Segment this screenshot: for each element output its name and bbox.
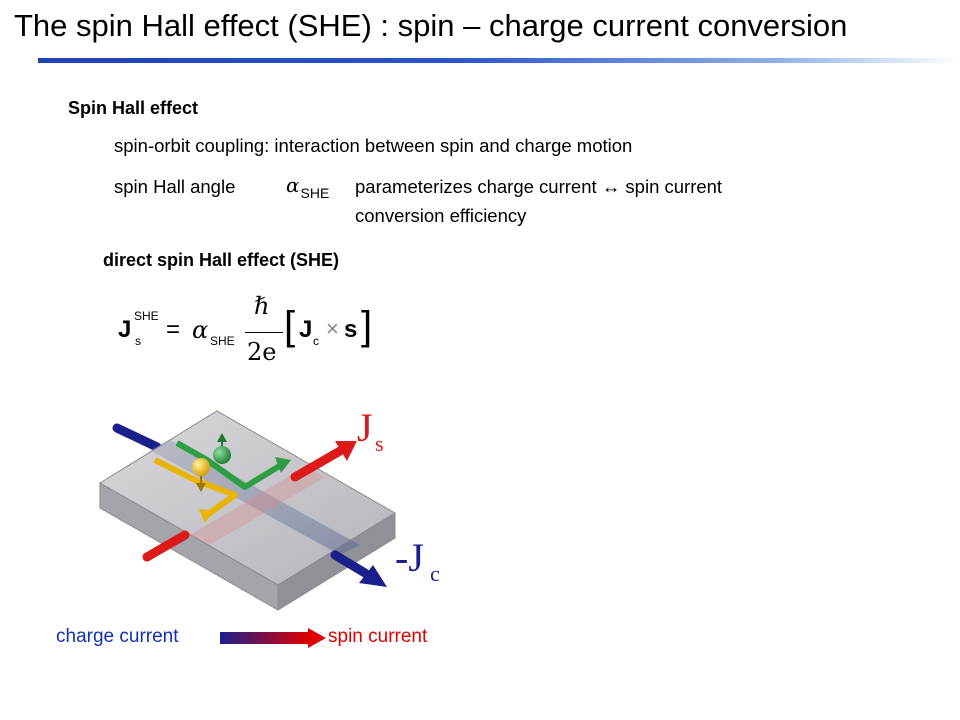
conversion-arrow xyxy=(220,628,326,648)
label-js: J xyxy=(357,405,373,450)
spin-up-electron xyxy=(213,433,231,464)
label-js-sub: s xyxy=(375,431,384,456)
eq-jc: J xyxy=(299,316,313,343)
charge-current-label: charge current xyxy=(56,626,179,647)
spin-band xyxy=(190,467,325,545)
eq-js-sub: s xyxy=(135,334,141,348)
title-underline xyxy=(38,58,960,63)
eq-alpha: α xyxy=(192,316,209,344)
slide-title: The spin Hall effect (SHE) : spin – char… xyxy=(14,8,848,43)
angle-symbol: αSHE xyxy=(286,173,329,201)
soc-bullet: spin-orbit coupling: interaction between… xyxy=(114,135,633,156)
angle-bullet: spin Hall angle xyxy=(114,176,235,198)
eq-bracket-left: [ xyxy=(284,304,296,348)
spin-down-electron xyxy=(192,457,210,492)
eq-js: J xyxy=(118,316,132,343)
spin-arrow-out xyxy=(290,441,357,482)
spin-up-path xyxy=(175,440,283,490)
spin-down-arrowhead xyxy=(199,509,213,523)
label-jc: -J xyxy=(395,535,424,580)
eq-times: × xyxy=(326,316,339,341)
eq-alpha-sub: SHE xyxy=(210,334,235,348)
eq-js-sup: SHE xyxy=(134,309,159,323)
spin-down-path xyxy=(153,457,238,518)
section-heading: Spin Hall effect xyxy=(68,98,199,118)
alpha-symbol: α xyxy=(286,173,300,197)
angle-desc-line2: conversion efficiency xyxy=(355,205,527,226)
label-jc-sub: c xyxy=(430,561,440,586)
sub-heading: direct spin Hall effect (SHE) xyxy=(103,250,340,270)
angle-desc-line1: parameterizes charge current ↔ spin curr… xyxy=(355,176,723,197)
eq-2e: 2e xyxy=(247,338,277,366)
spin-up-arrowhead xyxy=(275,457,291,473)
eq-fraction-bar xyxy=(245,332,283,333)
eq-hbar: ℏ xyxy=(254,292,270,320)
alpha-subscript: SHE xyxy=(300,185,330,201)
spin-arrow-in xyxy=(142,530,190,562)
she-equation: J SHE s = α SHE ℏ 2e [ J c × s ] xyxy=(118,292,378,376)
slab-side xyxy=(277,512,396,611)
eq-jc-sub: c xyxy=(313,334,319,348)
charge-arrow-back xyxy=(112,423,162,452)
eq-s: s xyxy=(344,316,358,343)
she-diagram: J s -J c xyxy=(99,405,440,611)
charge-arrow-out xyxy=(330,550,387,587)
eq-equals: = xyxy=(166,316,181,343)
angle-prefix: spin Hall angle xyxy=(114,176,236,197)
eq-bracket-right: ] xyxy=(361,304,373,348)
spin-current-label: spin current xyxy=(328,626,428,647)
